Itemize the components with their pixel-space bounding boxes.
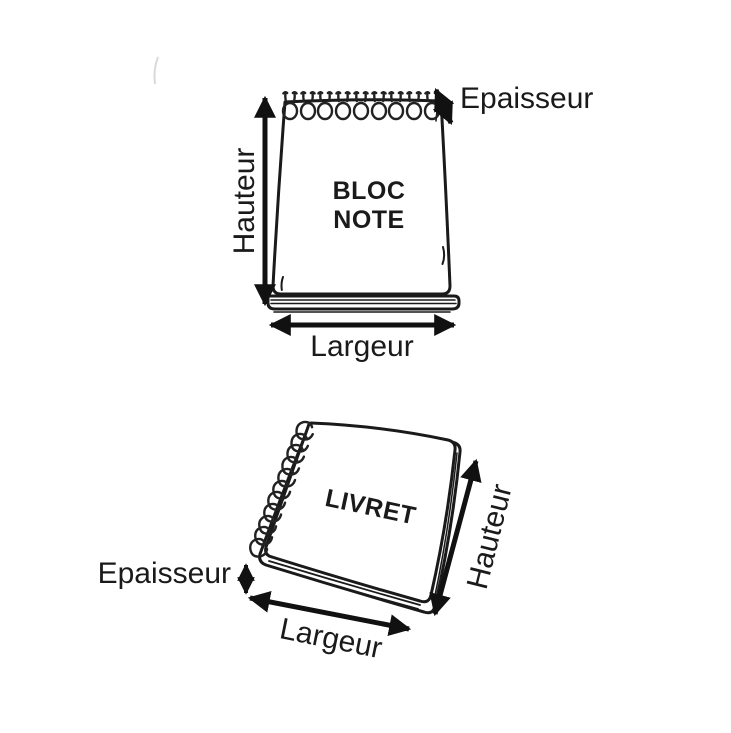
bloc-pages-lines [270, 299, 457, 305]
bloc-height-label: Hauteur [228, 148, 261, 255]
livret-height-label: Hauteur [461, 481, 519, 593]
bloc-note-title-line1: BLOC [333, 177, 406, 205]
bloc-note-title-line2: NOTE [333, 206, 404, 234]
livret-cover-sketch [264, 421, 457, 604]
livret-width-arrow [247, 590, 412, 637]
bloc-note-figure: BLOC NOTE Hauteur Largeur Epaisseur [153, 56, 593, 363]
bloc-pages-edge [266, 294, 461, 311]
bloc-thickness-label: Epaisseur [460, 82, 593, 115]
bloc-page-curl-right [441, 246, 446, 265]
bloc-thickness-arrow [432, 87, 455, 126]
livret-height-arrow [429, 458, 482, 617]
livret-thickness-label: Epaisseur [98, 557, 231, 590]
bloc-page-curl-left [280, 276, 284, 291]
stray-mark [153, 56, 159, 85]
livret-figure: LIVRET Epaisseur Largeur Hauteur [98, 419, 519, 665]
bloc-width-label: Largeur [310, 330, 413, 363]
